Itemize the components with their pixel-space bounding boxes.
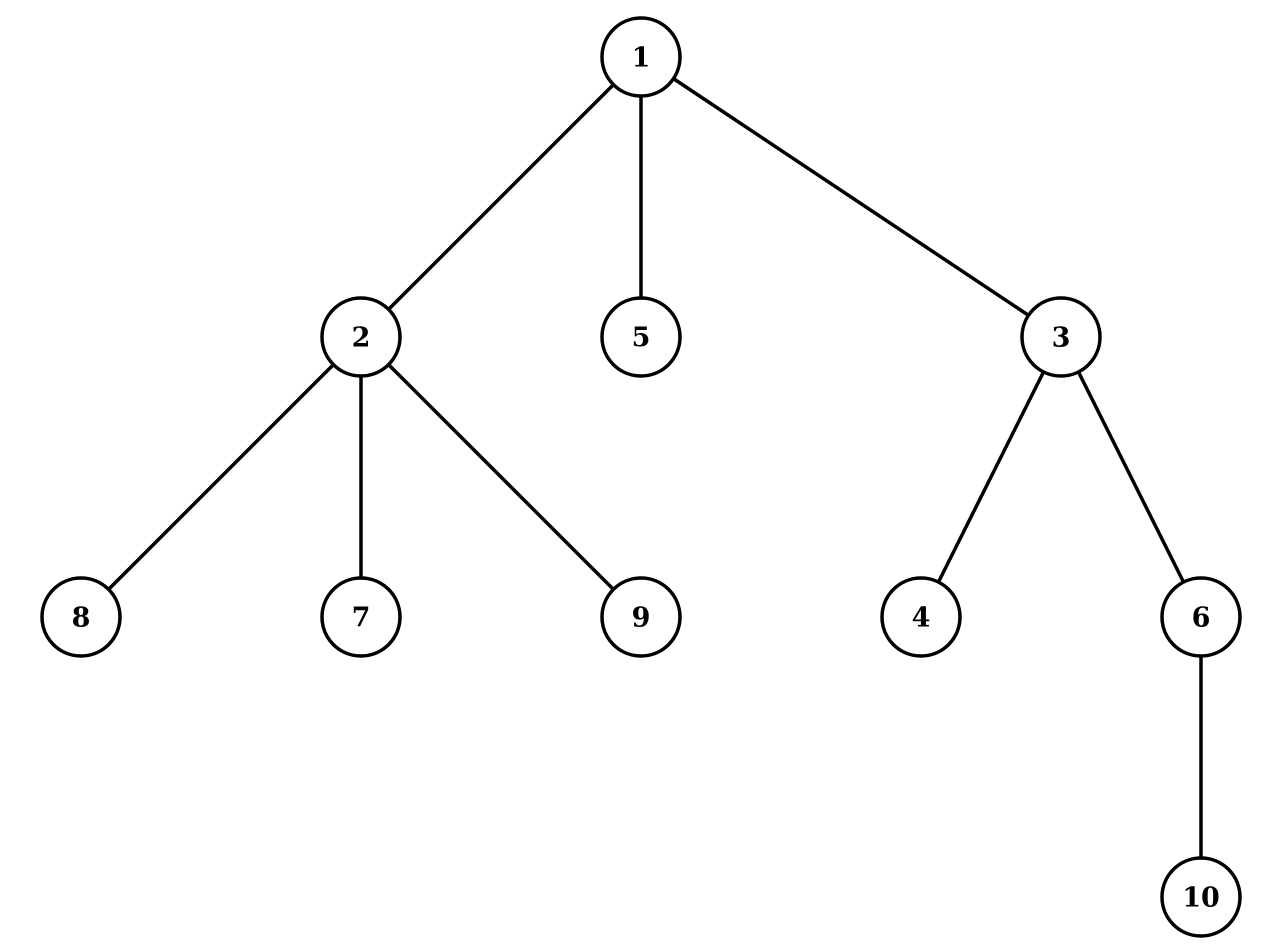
edge-2-8 xyxy=(106,362,336,592)
node-10: 10 xyxy=(1160,856,1242,938)
node-label: 2 xyxy=(352,323,371,354)
node-circle xyxy=(1160,856,1242,938)
node-circle xyxy=(320,576,402,658)
node-circle xyxy=(320,296,402,378)
node-label: 9 xyxy=(632,603,651,634)
node-1: 1 xyxy=(600,16,682,98)
edge-layer xyxy=(106,76,1203,860)
node-6: 6 xyxy=(1160,576,1242,658)
node-circle xyxy=(40,576,122,658)
node-label: 4 xyxy=(912,603,931,634)
node-label: 6 xyxy=(1192,603,1211,634)
node-circle xyxy=(880,576,962,658)
node-label: 5 xyxy=(632,323,651,354)
edge-3-4 xyxy=(936,370,1046,584)
node-label: 8 xyxy=(72,603,91,634)
node-8: 8 xyxy=(40,576,122,658)
node-layer: 1 2 5 3 8 7 9 4 6 10 xyxy=(40,16,1242,938)
edge-3-6 xyxy=(1076,370,1186,584)
edge-2-9 xyxy=(386,362,616,592)
node-circle xyxy=(1020,296,1102,378)
node-circle xyxy=(600,16,682,98)
node-2: 2 xyxy=(320,296,402,378)
node-9: 9 xyxy=(600,576,682,658)
node-4: 4 xyxy=(880,576,962,658)
node-5: 5 xyxy=(600,296,682,378)
node-label: 7 xyxy=(352,603,371,634)
node-3: 3 xyxy=(1020,296,1102,378)
edge-1-3 xyxy=(671,76,1031,318)
node-circle xyxy=(1160,576,1242,658)
edge-1-2 xyxy=(386,82,616,312)
node-circle xyxy=(600,296,682,378)
node-label: 10 xyxy=(1182,883,1220,914)
node-label: 3 xyxy=(1052,323,1071,354)
node-circle xyxy=(600,576,682,658)
node-label: 1 xyxy=(632,43,651,74)
node-7: 7 xyxy=(320,576,402,658)
